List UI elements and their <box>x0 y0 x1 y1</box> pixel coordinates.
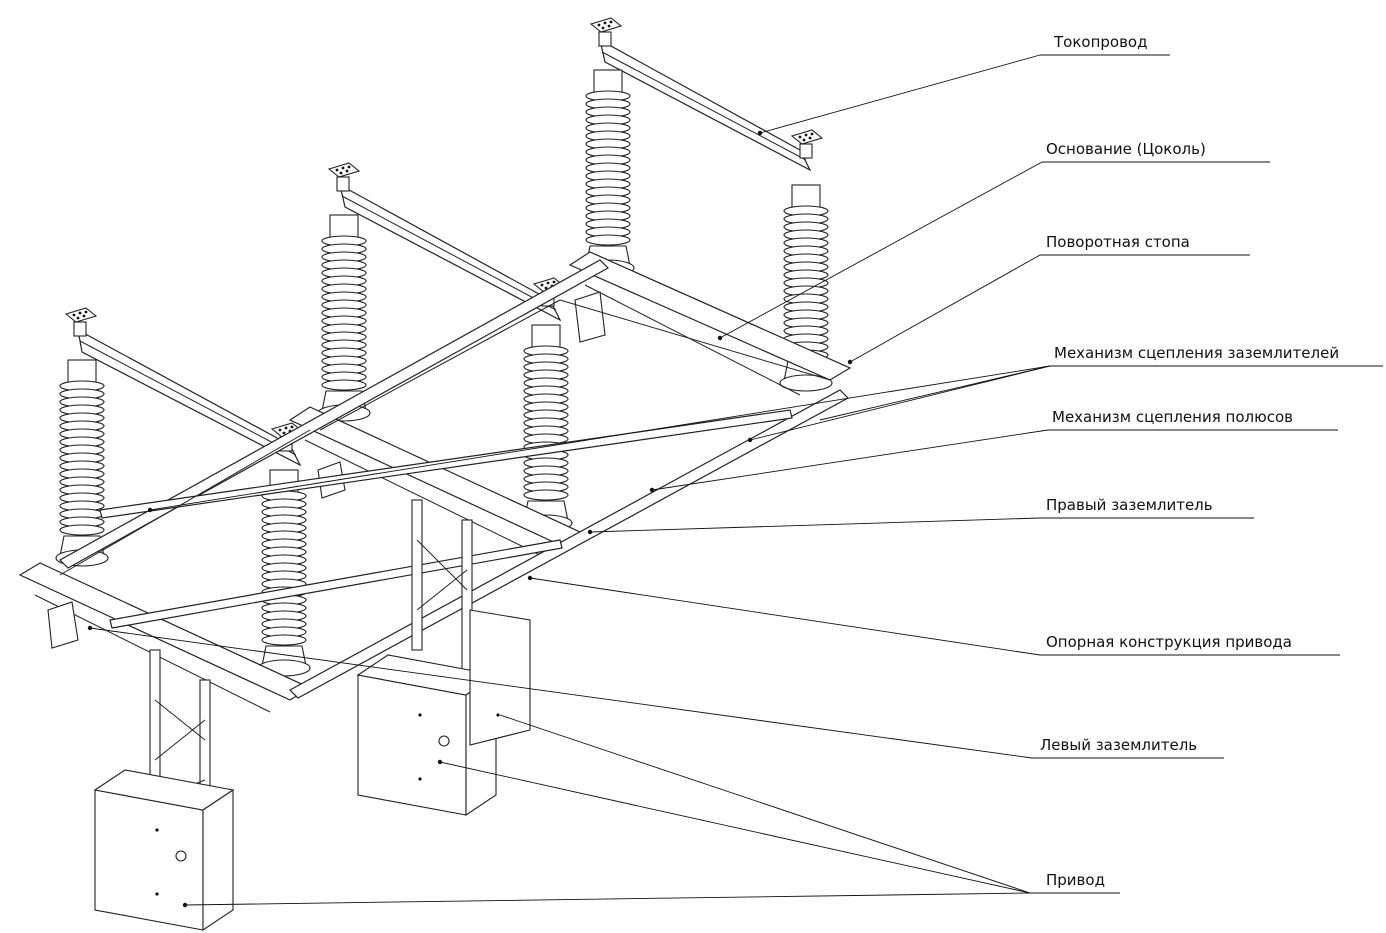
label-mekh-zazemliteley: Механизм сцепления заземлителей <box>1054 344 1340 362</box>
label-underlines <box>1030 54 1383 894</box>
label-opornaya-konstrukciya: Опорная конструкция привода <box>1046 633 1292 651</box>
pole-2 <box>288 162 582 556</box>
drive-cabinet-left <box>94 769 234 931</box>
label-povorotnaya-stopa: Поворотная стопа <box>1046 233 1190 251</box>
label-pravyy-zazemlitel: Правый заземлитель <box>1046 496 1213 514</box>
coupling-rods <box>59 259 849 699</box>
drive-cabinet-right <box>469 609 531 746</box>
drive-support-right <box>411 499 473 671</box>
label-privod: Привод <box>1046 871 1105 889</box>
label-mekh-polyusov: Механизм сцепления полюсов <box>1052 408 1293 426</box>
label-osnovanie: Основание (Цоколь) <box>1046 140 1206 158</box>
pole-3 <box>568 17 852 396</box>
label-levyy-zazemlitel: Левый заземлитель <box>1040 736 1198 754</box>
leader-lines <box>87 54 1051 908</box>
label-tokoprovod: Токопровод <box>1054 33 1148 51</box>
